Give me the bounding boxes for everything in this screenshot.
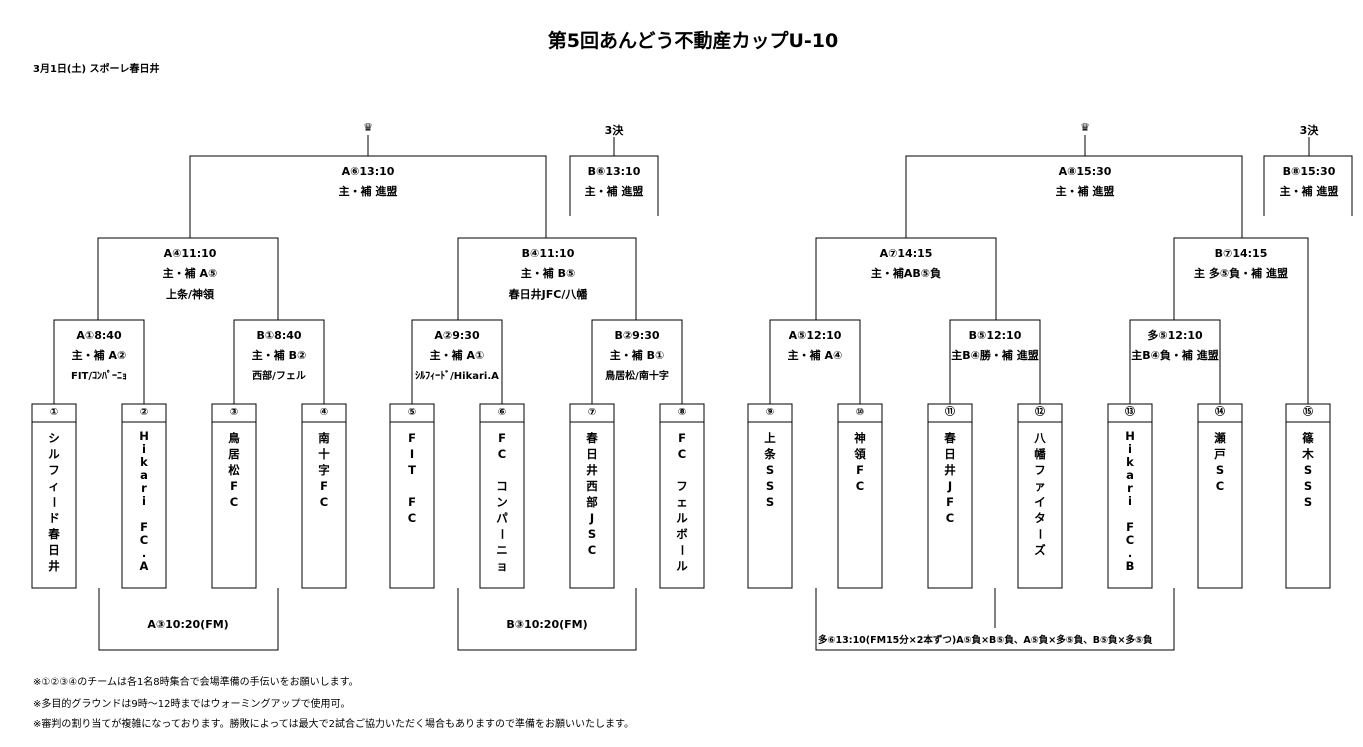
- team-name-cell: [569, 421, 615, 589]
- match-teams: FIT/ｺﾝﾊﾟｰﾆｮ: [70, 371, 128, 382]
- match-time: A⑦14:15: [879, 247, 933, 260]
- match-referee: 主・補 A④: [787, 349, 843, 362]
- team-number: ⑪: [945, 407, 955, 418]
- page-title: 第5回あんどう不動産カップU-10: [547, 30, 839, 52]
- match-referee: 主・補 進盟: [584, 185, 644, 198]
- consolation-match: A③10:20(FM): [147, 618, 229, 631]
- team-name-cell: [659, 421, 705, 589]
- match-time: A②9:30: [434, 329, 480, 342]
- team-number: ①: [49, 407, 59, 418]
- match-time: B④11:10: [521, 247, 575, 260]
- match-time: A⑧15:30: [1058, 165, 1112, 178]
- match-time: B⑥13:10: [587, 165, 641, 178]
- team-number: ⑨: [765, 407, 775, 418]
- match-teams: 上条/神領: [165, 288, 215, 301]
- match-referee: 主・補 B②: [251, 349, 307, 362]
- note-line: ※①②③④のチームは各1名8時集合で会場準備の手伝いをお願いします。: [33, 677, 359, 688]
- team-name-cell: [1197, 421, 1243, 589]
- team-name: シルフィード春日井: [47, 431, 61, 573]
- consolation-match: 多⑥13:10(FM15分×2本ずつ)A⑤負×B⑤負、A⑤負×多⑤負、B⑤負×多…: [818, 635, 1153, 646]
- team-number: ⑦: [587, 407, 597, 418]
- team-number: ⑬: [1125, 407, 1135, 418]
- team-name-cell: [1285, 421, 1331, 589]
- match-teams: 鳥居松/南十字: [605, 371, 669, 382]
- crown-icon: ♛: [1080, 121, 1090, 134]
- match-referee: 主・補 進盟: [1279, 185, 1339, 198]
- team-name-cell: [747, 421, 793, 589]
- team-name-cell: [927, 421, 973, 589]
- match-referee: 主・補AB⑤負: [870, 267, 942, 280]
- team-number: ③: [229, 407, 239, 418]
- match-referee: 主B④勝・補 進盟: [951, 349, 1039, 362]
- crown-icon: ♛: [363, 121, 373, 134]
- match-time: B⑤12:10: [968, 329, 1022, 342]
- match-teams: 西部/フェル: [252, 371, 306, 382]
- team-name-cell: [1107, 421, 1153, 589]
- match-referee: 主・補 A②: [71, 349, 127, 362]
- match-time: A⑥13:10: [341, 165, 395, 178]
- match-time: B⑦14:15: [1214, 247, 1268, 260]
- team-name: 八幡ファイターズ: [1033, 431, 1047, 557]
- match-referee: 主・補 進盟: [338, 185, 398, 198]
- match-referee: 主・補 A①: [429, 349, 485, 362]
- match-teams: ｼﾙﾌｨｰﾄﾞ/Hikari.A: [415, 371, 499, 382]
- team-name-cell: [479, 421, 525, 589]
- match-time: A⑤12:10: [788, 329, 842, 342]
- team-number: ⑤: [407, 407, 417, 418]
- match-time: B②9:30: [614, 329, 660, 342]
- team-number: ④: [319, 407, 329, 418]
- team-number: ⑫: [1035, 407, 1045, 418]
- team-number: ⑮: [1303, 407, 1313, 418]
- match-time: B①8:40: [256, 329, 302, 342]
- match-teams: 春日井JFC/八幡: [508, 288, 588, 301]
- date-venue: 3月1日(土) スポーレ春日井: [33, 64, 160, 75]
- third-place-label: 3決: [604, 124, 624, 137]
- match-time: A①8:40: [76, 329, 122, 342]
- team-number: ②: [139, 407, 149, 418]
- note-line: ※多目的グラウンドは9時～12時まではウォーミングアップで使用可。: [33, 699, 351, 710]
- match-time: 多⑤12:10: [1147, 329, 1203, 342]
- match-referee: 主・補 B⑤: [520, 267, 576, 280]
- consolation-match: B③10:20(FM): [506, 618, 588, 631]
- third-place-label: 3決: [1299, 124, 1319, 137]
- match-referee: 主・補 B①: [609, 349, 665, 362]
- team-name-cell: [301, 421, 347, 589]
- team-name-cell: [389, 421, 435, 589]
- match-time: B⑧15:30: [1282, 165, 1336, 178]
- team-number: ⑭: [1215, 407, 1225, 418]
- match-time: A④11:10: [163, 247, 217, 260]
- team-number: ⑧: [677, 407, 687, 418]
- team-name-cell: [837, 421, 883, 589]
- note-line: ※審判の割り当てが複雑になっております。勝敗によっては最大で2試合ご協力いただく…: [33, 719, 634, 730]
- team-number: ⑩: [855, 407, 865, 418]
- team-name-cell: [121, 421, 167, 589]
- team-name-cell: [31, 421, 77, 589]
- team-number: ⑥: [497, 407, 507, 418]
- match-referee: 主・補 A⑤: [162, 267, 218, 280]
- match-referee: 主・補 進盟: [1055, 185, 1115, 198]
- match-referee: 主B④負・補 進盟: [1131, 349, 1219, 362]
- team-name-cell: [211, 421, 257, 589]
- team-name-cell: [1017, 421, 1063, 589]
- match-referee: 主 多⑤負・補 進盟: [1194, 267, 1288, 280]
